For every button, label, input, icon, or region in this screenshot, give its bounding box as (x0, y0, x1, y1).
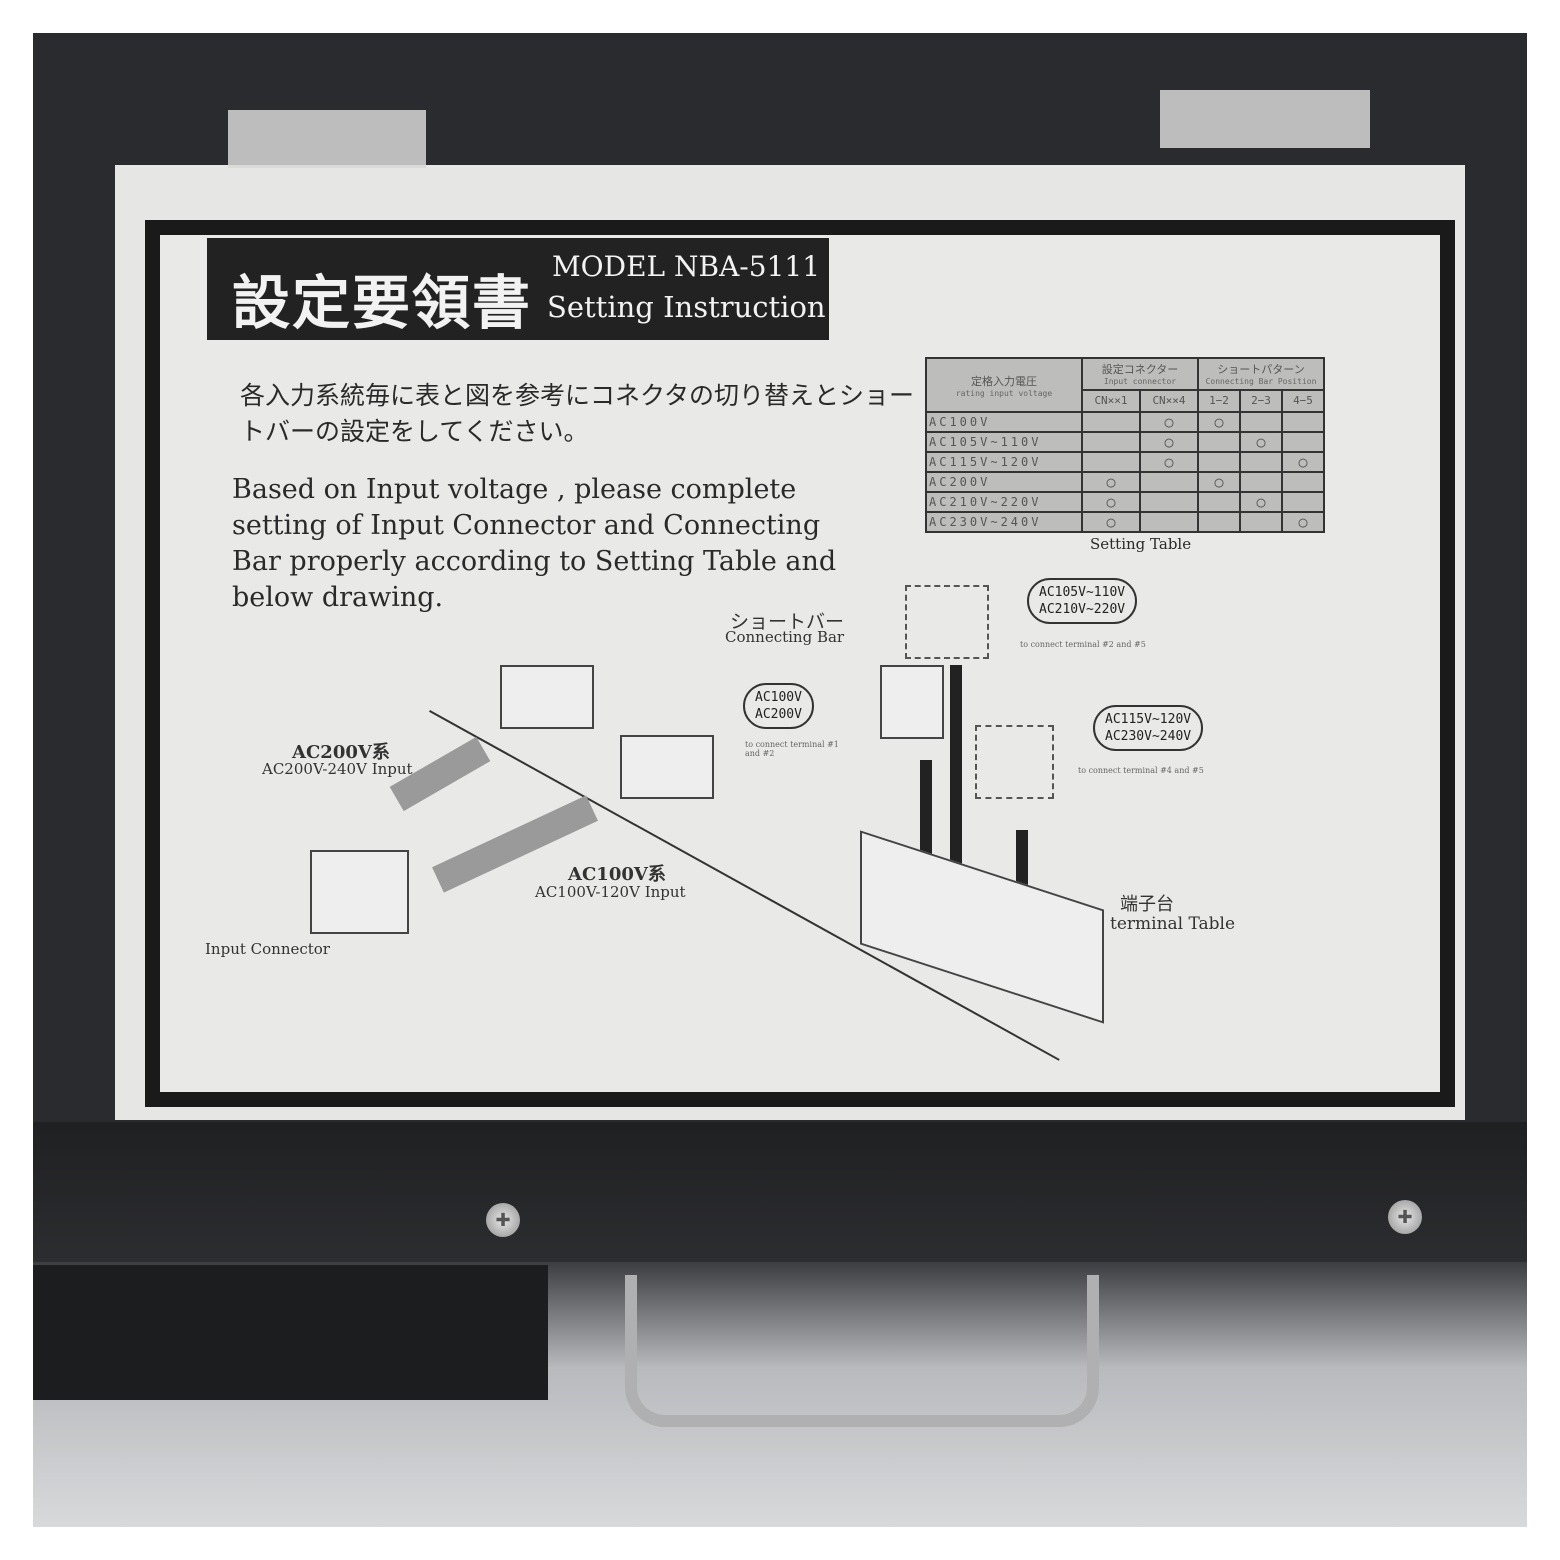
tape (228, 110, 426, 168)
down-arrow-icon (950, 665, 962, 890)
setting-cell: ○ (1081, 491, 1141, 513)
setting-cell: ○ (1081, 471, 1141, 493)
subcol-header: CN××1 (1081, 388, 1141, 414)
subtitle: Setting Instruction (547, 290, 826, 324)
setting-cell: ○ (1139, 451, 1199, 473)
voltage-cell: AC115V~120V (925, 451, 1083, 473)
title-jp: 設定要領書 (232, 269, 533, 337)
setting-cell (1197, 491, 1241, 513)
table-row: AC230V~240V○○ (925, 511, 1325, 533)
table-row: AC115V~120V ○ ○ (925, 451, 1325, 473)
bar-label-en: Connecting Bar (725, 628, 845, 646)
setting-cell (1197, 511, 1241, 533)
setting-cell (1081, 411, 1141, 433)
setting-cell: ○ (1239, 431, 1283, 453)
voltage-cell: AC100V (925, 411, 1083, 433)
setting-cell: ○ (1197, 471, 1241, 493)
setting-cell: ○ (1197, 411, 1241, 433)
setting-cell (1281, 491, 1325, 513)
subcol-header: 1−2 (1197, 388, 1241, 414)
setting-cell (1139, 511, 1199, 533)
oval-2-5-note: to connect terminal #2 and #5 (1020, 640, 1146, 649)
connecting-bar-dashed (905, 585, 989, 659)
ac100-sub: AC100V-120V Input (535, 883, 686, 901)
screw-icon: ✚ (1388, 1200, 1422, 1234)
setting-cell (1281, 431, 1325, 453)
setting-cell (1197, 451, 1241, 473)
table-row: AC210V~220V○○ (925, 491, 1325, 513)
table-row: AC100V ○○ (925, 411, 1325, 433)
tape (1160, 90, 1370, 148)
input-connector-label: Input Connector (205, 940, 330, 958)
oval-1-2-note: to connect terminal #1 and #2 (745, 740, 839, 758)
voltage-cell: AC200V (925, 471, 1083, 493)
setting-cell: ○ (1139, 411, 1199, 433)
instructions-en: Based on Input voltage , please complete… (232, 474, 837, 613)
connecting-bar-drawing (880, 665, 944, 739)
down-arrow-icon (920, 760, 932, 860)
voltage-cell: AC105V~110V (925, 431, 1083, 453)
metal-handle (625, 1275, 1099, 1427)
screw-icon: ✚ (486, 1203, 520, 1237)
voltage-cell: AC230V~240V (925, 511, 1083, 533)
setting-cell (1239, 471, 1283, 493)
setting-cell: ○ (1281, 451, 1325, 473)
ac100-label: AC100V系 (568, 864, 666, 885)
label-header: 設定要領書 MODEL NBA-5111 Setting Instruction (207, 238, 829, 340)
table-row: AC105V~110V ○ ○ (925, 431, 1325, 453)
voltage-cell: AC210V~220V (925, 491, 1083, 513)
setting-cell: ○ (1239, 491, 1283, 513)
setting-cell (1281, 411, 1325, 433)
setting-cell: ○ (1281, 511, 1325, 533)
setting-cell (1239, 411, 1283, 433)
label-frame (145, 220, 1455, 1107)
setting-cell (1139, 471, 1199, 493)
device-side-box (33, 1265, 548, 1400)
terminal-label-en: terminal Table (1110, 914, 1236, 934)
setting-cell (1239, 451, 1283, 473)
oval-4-5-note: to connect terminal #4 and #5 (1078, 766, 1204, 775)
model-number: MODEL NBA-5111 (552, 250, 821, 283)
input-connector-drawing (310, 850, 409, 934)
instructions-jp: 各入力系統毎に表と図を参考にコネクタの切り替えとショートバーの設定をしてください… (240, 381, 915, 446)
setting-cell (1081, 451, 1141, 473)
connecting-bar-dashed (975, 725, 1054, 799)
setting-cell (1139, 491, 1199, 513)
table-row: AC200V○○ (925, 471, 1325, 493)
connector-cn1-drawing (500, 665, 594, 729)
terminal-label-jp: 端子台 (1120, 894, 1174, 915)
bar-label-jp: ショートバー (730, 611, 845, 633)
ac200-sub: AC200V-240V Input (262, 760, 413, 778)
subcol-header: 2−3 (1239, 388, 1283, 414)
subcol-header: 4−5 (1281, 388, 1325, 414)
setting-cell: ○ (1081, 511, 1141, 533)
setting-cell (1197, 431, 1241, 453)
table-caption: Setting Table (1090, 535, 1192, 553)
front-panel (33, 1122, 1527, 1262)
setting-cell (1239, 511, 1283, 533)
setting-cell: ○ (1139, 431, 1199, 453)
subcol-header: CN××4 (1139, 388, 1199, 414)
ac200-label: AC200V系 (292, 742, 390, 763)
connector-cn4-drawing (620, 735, 714, 799)
setting-cell (1281, 471, 1325, 493)
setting-cell (1081, 431, 1141, 453)
